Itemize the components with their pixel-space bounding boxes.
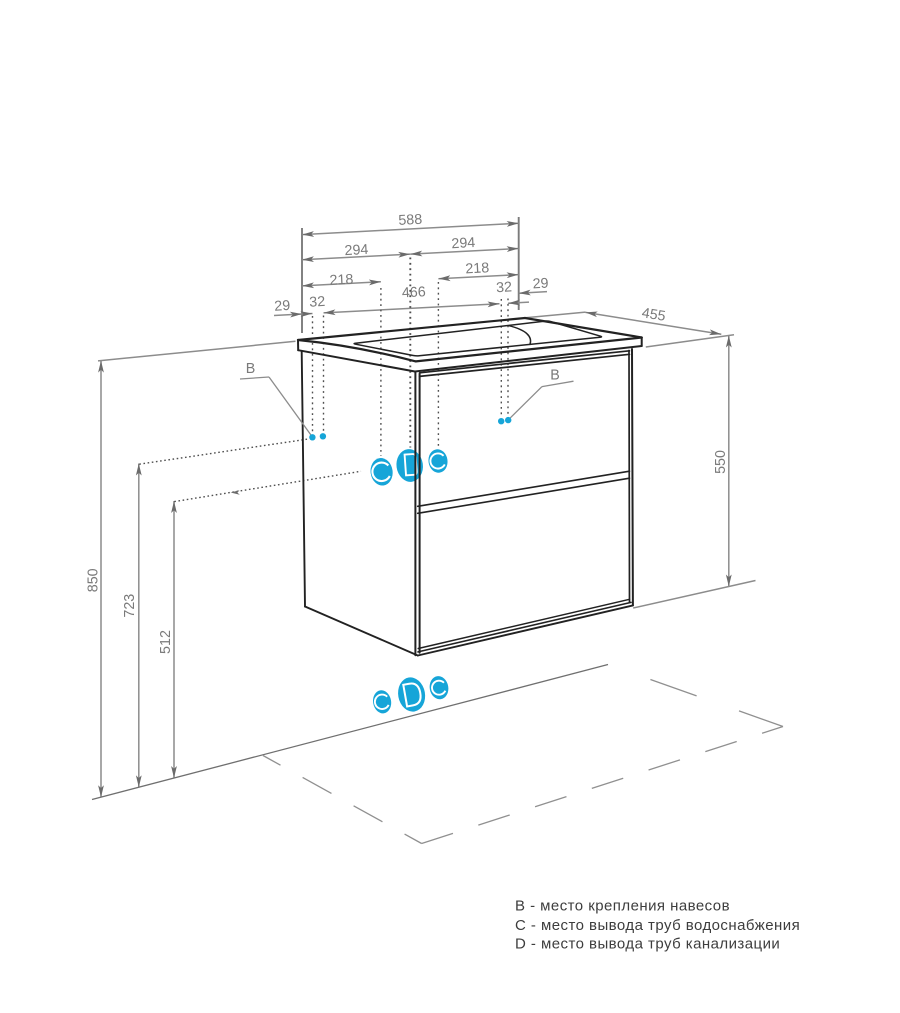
svg-text:B - место крепления навесов: B - место крепления навесов <box>515 898 730 915</box>
svg-text:D - место вывода труб канализа: D - место вывода труб канализации <box>515 935 780 952</box>
svg-text:294: 294 <box>451 235 476 252</box>
svg-text:29: 29 <box>274 298 291 315</box>
svg-text:32: 32 <box>309 294 326 311</box>
svg-text:588: 588 <box>398 212 423 229</box>
svg-text:466: 466 <box>401 284 426 301</box>
svg-text:32: 32 <box>496 279 513 296</box>
svg-text:512: 512 <box>158 630 174 654</box>
svg-text:29: 29 <box>532 276 549 293</box>
svg-text:C - место вывода труб водоснаб: C - место вывода труб водоснабжения <box>515 917 800 934</box>
svg-text:294: 294 <box>344 242 369 259</box>
svg-text:218: 218 <box>329 272 354 289</box>
svg-text:550: 550 <box>713 450 729 474</box>
svg-text:B: B <box>246 361 256 377</box>
svg-text:218: 218 <box>465 260 490 277</box>
svg-text:455: 455 <box>641 305 667 325</box>
svg-text:B: B <box>550 367 560 383</box>
svg-text:850: 850 <box>85 568 101 592</box>
svg-text:723: 723 <box>122 594 138 618</box>
